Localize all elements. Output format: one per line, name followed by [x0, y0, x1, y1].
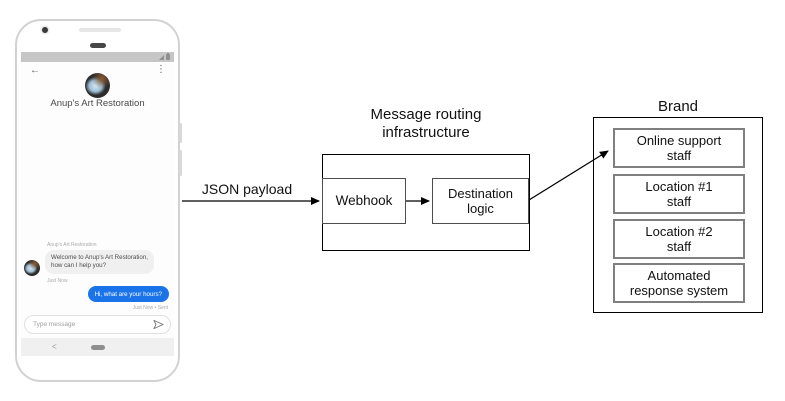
brand-item-location-1: Location #1 staff: [613, 174, 745, 214]
json-payload-label: JSON payload: [201, 181, 293, 197]
business-avatar: [85, 73, 110, 98]
routing-infrastructure-title: Message routing infrastructure: [370, 106, 482, 141]
outgoing-message-bubble: Hi, what are your hours?: [87, 286, 169, 302]
signal-icon: [159, 54, 164, 60]
status-bar: [21, 52, 174, 62]
send-icon[interactable]: [153, 319, 164, 330]
earpiece-icon: [90, 43, 106, 48]
brand-box: [593, 117, 763, 313]
brand-item-automated-response: Automated response system: [613, 263, 745, 303]
nav-back-icon[interactable]: <: [52, 341, 57, 352]
webhook-box: Webhook: [322, 178, 406, 224]
destination-logic-box: Destination logic: [432, 178, 529, 224]
message-composer[interactable]: [24, 315, 171, 334]
overflow-menu-icon[interactable]: ⋮: [156, 64, 166, 75]
power-button: [179, 123, 182, 143]
phone-mockup: ← ⋮ Anup's Art Restoration Anup's Art Re…: [15, 19, 182, 382]
battery-icon: [166, 53, 170, 60]
message-avatar: [24, 260, 40, 276]
incoming-message-bubble: Welcome to Anup's Art Restoration, how c…: [45, 250, 155, 274]
brand-title: Brand: [657, 98, 699, 115]
conversation-title: Anup's Art Restoration: [50, 98, 145, 109]
front-camera-icon: [42, 27, 48, 33]
brand-item-online-support: Online support staff: [613, 128, 745, 168]
volume-button: [179, 150, 182, 176]
top-speaker-slot: [79, 28, 121, 32]
android-nav-bar: <: [21, 338, 174, 356]
phone-screen: ← ⋮ Anup's Art Restoration Anup's Art Re…: [21, 52, 174, 356]
nav-home-icon[interactable]: [91, 345, 105, 350]
back-arrow-icon[interactable]: ←: [30, 65, 40, 76]
brand-item-location-2: Location #2 staff: [613, 219, 745, 259]
sender-label: Anup's Art Restoration: [47, 242, 97, 248]
incoming-timestamp: Just Now: [47, 278, 68, 284]
outgoing-timestamp: Just Now • Sent: [132, 305, 168, 311]
message-input[interactable]: [25, 321, 153, 328]
